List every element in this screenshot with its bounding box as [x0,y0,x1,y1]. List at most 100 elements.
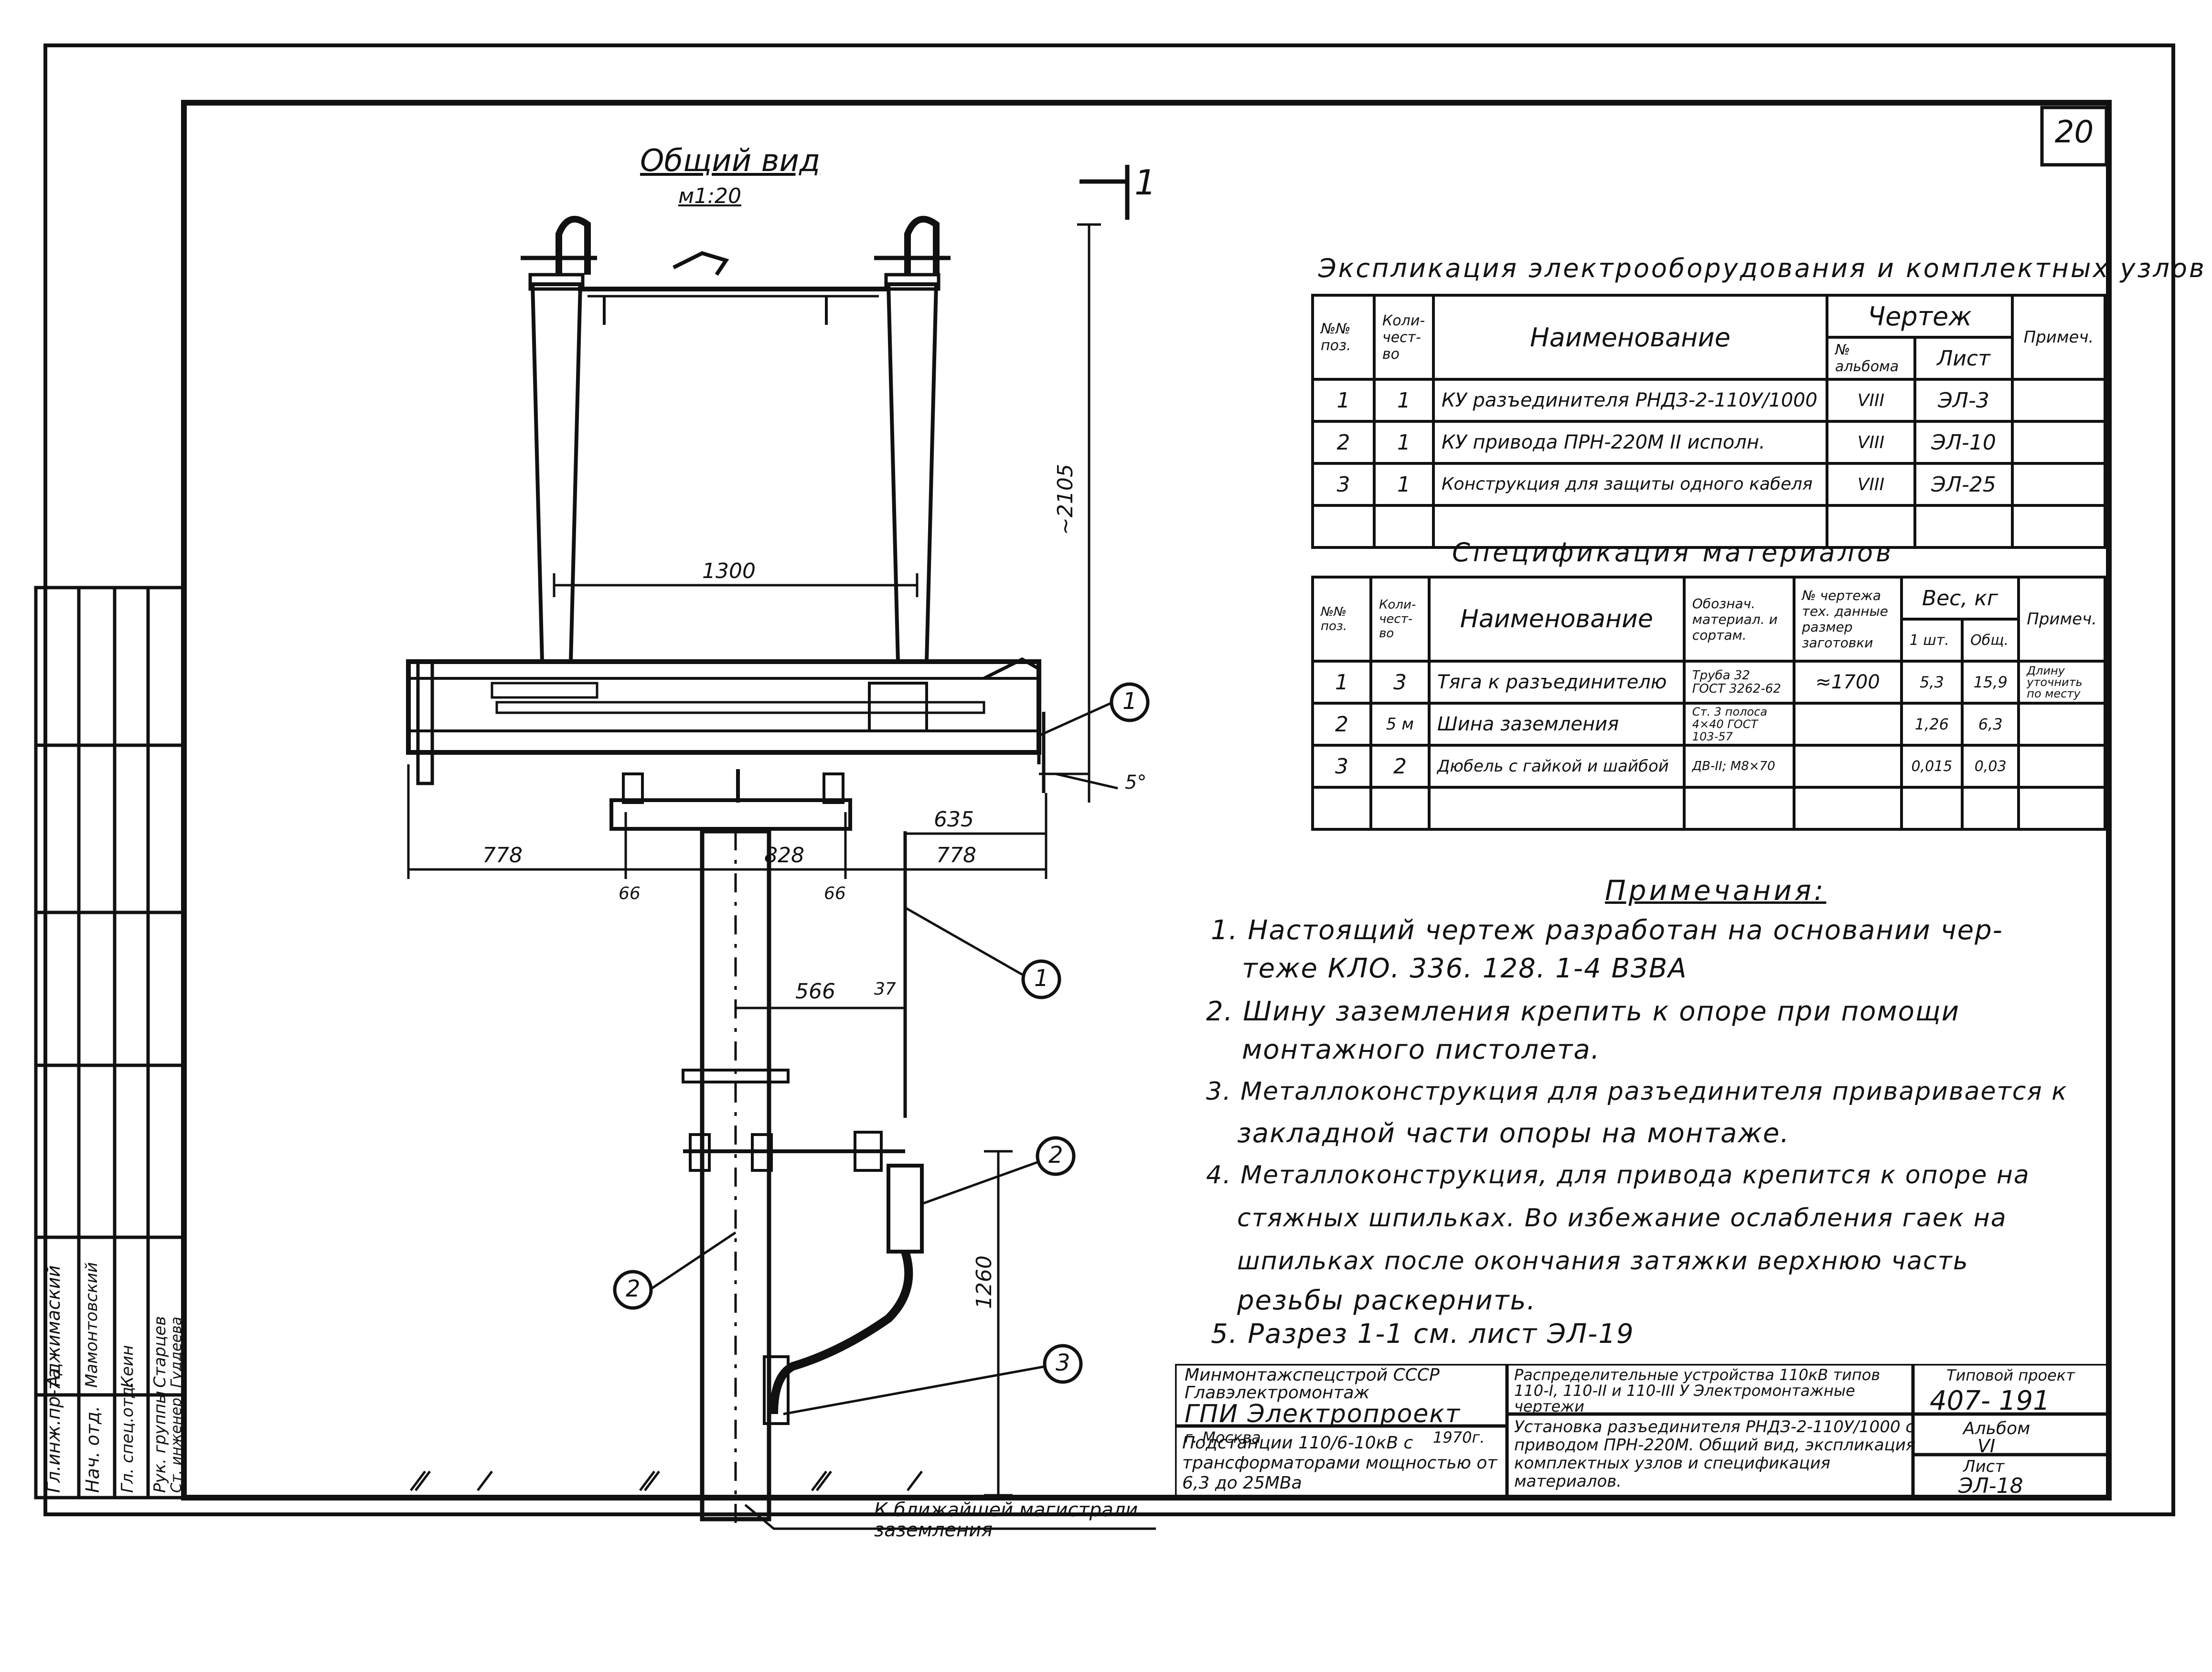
spec-row-tech [1792,702,1903,747]
note-line: 4. Металлоконструкция, для привода крепи… [1206,1161,2030,1190]
tb-year: 1970г. [1433,1428,1485,1447]
section-marker-label: 1 [1134,162,1156,203]
spec-row-wt: 0,03 [1961,744,2020,789]
spec-row-qty: 5 м [1369,702,1431,747]
notes-title: Примечания: [1605,874,1827,907]
exp-row-qty: 1 [1373,420,1435,465]
signature-strip [34,586,186,1500]
dim-566: 566 [795,979,835,1004]
spec-row-w1: 5,3 [1900,660,1964,705]
spec-row-wt: 15,9 [1961,660,2020,705]
exp-col-drawing: Чертеж [1826,294,2014,339]
exp-row-album: VIII [1826,420,1916,465]
exp-col-album: № альбома [1826,336,1916,381]
note-line: стяжных шпильках. Во избежание ослаблени… [1237,1204,2007,1233]
ground-label: К ближайшей магистрали заземления [874,1499,1138,1541]
tb-typical-label: Типовой проект [1946,1366,2075,1384]
spec-row-w1: 0,015 [1900,744,1964,789]
drive-unit [887,1164,924,1254]
spec-row-name: Тяга к разъединителю [1427,660,1686,705]
spec-row: 3 2 Дюбель с гайкой и шайбой ДВ-II; М8×7… [1311,744,2106,789]
tb-city: г. Москва [1185,1428,1261,1447]
spec-row-name: Дюбель с гайкой и шайбой [1427,744,1686,789]
spec-row-pos: 1 [1311,660,1373,705]
specification-title: Спецификация материалов [1452,537,1894,568]
exp-row-sheet: ЭЛ-25 [1913,462,2014,507]
exp-row-qty: 1 [1373,378,1435,423]
exp-col-pos: №№ поз. [1311,294,1376,381]
view-scale: м1:20 [678,184,741,208]
tb-org3: ГПИ Электропроект [1185,1400,1461,1428]
callout-circles [613,682,1150,1384]
spec-col-tech: № чертежа тех. данные размер заготовки [1792,576,1903,663]
exp-row-note [2011,420,2106,465]
dim-778-right: 778 [936,843,976,868]
dim-5deg: 5° [1125,772,1147,793]
exp-row: 1 1 КУ разъединителя РНДЗ-2-110У/1000 VI… [1311,378,2106,423]
spec-row: 2 5 м Шина заземления Ст. 3 полоса 4×40 … [1311,702,2106,747]
note-line: шпильках после окончания затяжки верхнюю… [1237,1247,1969,1275]
spec-row-tech [1792,744,1903,789]
explication-table: №№ поз. Коли-чест-во Наименование Чертеж… [1311,294,2106,549]
spec-row-tech: ≈1700 [1792,660,1903,705]
sig-name: Мамонтовский [82,1262,101,1388]
exp-row-album: VIII [1826,462,1916,507]
spec-row-note [2017,744,2106,789]
base-frame [406,659,1041,755]
exp-row-name: Конструкция для защиты одного кабеля [1432,462,1828,507]
spec-col-wt: Общ. [1961,618,2020,663]
sig-role: Гл. спец.отд. [118,1381,137,1493]
sheet-number: 20 [2054,115,2094,150]
tb-sheet-label: Лист [1963,1457,2005,1476]
disconnector-drawing [344,165,1156,1530]
dim-635: 635 [934,807,974,832]
dim-2105: ~2105 [1053,464,1078,535]
spec-col-name: Наименование [1427,576,1686,663]
sig-name: Кеин [118,1345,137,1388]
spec-col-material: Обознач. материал. и сортам. [1682,576,1795,663]
sig-role: Нач. отд. [82,1405,103,1493]
spec-row: 1 3 Тяга к разъединителю Труба 32 ГОСТ 3… [1311,660,2106,705]
tb-typical-value: 407- 191 [1930,1385,2050,1416]
exp-row-name: КУ разъединителя РНДЗ-2-110У/1000 [1432,378,1828,423]
exp-row-note [2011,462,2106,507]
exp-row-album: VIII [1826,378,1916,423]
spec-row-note [2017,702,2106,747]
note-line: резьбы раскернить. [1237,1285,1537,1316]
callout-2a: 2 [1048,1142,1063,1168]
exp-row-name: КУ привода ПРН-220М II исполн. [1432,420,1828,465]
view-title: Общий вид [640,143,821,179]
explication-title: Экспликация электрооборудования и компле… [1318,253,2212,283]
insulator-left [530,282,583,664]
note-line: монтажного пистолета. [1242,1034,1601,1065]
exp-row: 3 1 Конструкция для защиты одного кабеля… [1311,462,2106,507]
exp-row: 2 1 КУ привода ПРН-220М II исполн. VIII … [1311,420,2106,465]
note-line: закладной части опоры на монтаже. [1237,1118,1790,1149]
tb-project-desc: Распределительные устройства 110кВ типов… [1514,1366,1881,1415]
exp-col-qty: Коли-чест-во [1373,294,1435,381]
spec-row-name: Шина заземления [1427,702,1686,747]
dim-828: 828 [764,843,804,868]
tb-org1: Минмонтажспецстрой СССР [1185,1365,1440,1385]
exp-col-note: Примеч. [2011,294,2106,381]
spec-row-wt: 6,3 [1961,702,2020,747]
spec-col-weight: Вес, кг [1900,576,2020,621]
sig-name: Старцев [150,1316,170,1388]
spec-col-w1: 1 шт. [1900,618,1964,663]
spec-row-note: Длину уточнить по месту [2017,660,2106,705]
exp-col-sheet: Лист [1913,336,2014,381]
dim-1300: 1300 [702,559,756,583]
spec-col-pos: №№ поз. [1311,576,1373,663]
dim-66-right: 66 [824,884,846,903]
exp-row-sheet: ЭЛ-10 [1913,420,2014,465]
dim-1260: 1260 [972,1255,996,1309]
tb-sheet-value: ЭЛ-18 [1958,1474,2023,1498]
spec-row-qty: 3 [1369,660,1431,705]
exp-col-name: Наименование [1432,294,1828,381]
sig-name: Аджимаский [43,1265,64,1388]
callout-1a: 1 [1122,688,1137,715]
exp-row-note [2011,378,2106,423]
callout-1b: 1 [1034,965,1049,992]
spec-row-material: Ст. 3 полоса 4×40 ГОСТ 103-57 [1682,702,1795,747]
